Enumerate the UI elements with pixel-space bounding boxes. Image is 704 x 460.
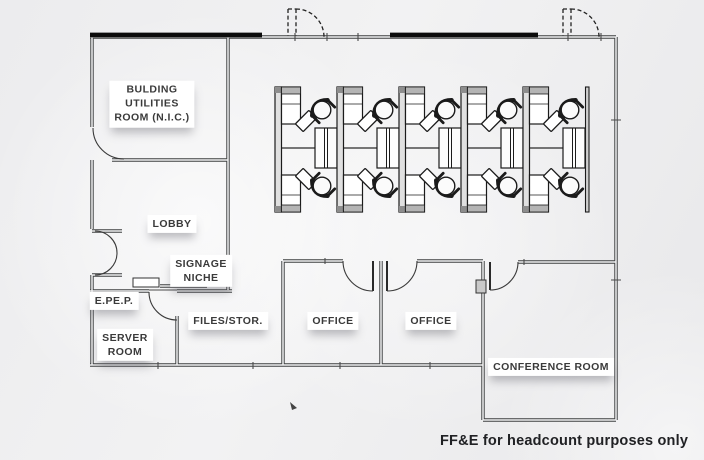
room-label-office-2: OFFICE [405,311,457,331]
room-label-building-utilities: BULDING UTILITIES ROOM (N.I.C.) [109,80,195,128]
room-label-signage-niche: SIGNAGE NICHE [170,254,232,288]
room-label-office-1: OFFICE [307,311,359,331]
cursor-mark [290,402,297,410]
room-label-files-storage: FILES/STOR. [188,311,268,331]
workstation-cluster [337,87,399,212]
workstation-cluster [461,87,523,212]
workstation-cluster [523,87,585,212]
electrical-panel [132,277,160,288]
workstation-cluster [399,87,461,212]
workstation-clusters [275,86,590,213]
wall-column [475,279,487,294]
room-label-server-room: SERVER ROOM [97,328,153,362]
wall-ticks [149,33,621,369]
room-label-epep: E.PE.P. [89,291,139,311]
ffe-note: FF&E for headcount purposes only [440,433,689,449]
door-arcs [92,127,519,321]
end-panel [584,86,590,213]
room-label-conference-room: CONFERENCE ROOM [488,357,614,377]
room-label-lobby: LOBBY [147,214,197,234]
door-leaves [372,261,491,291]
workstation-cluster [275,87,337,212]
exterior-door-dashed [287,8,600,38]
